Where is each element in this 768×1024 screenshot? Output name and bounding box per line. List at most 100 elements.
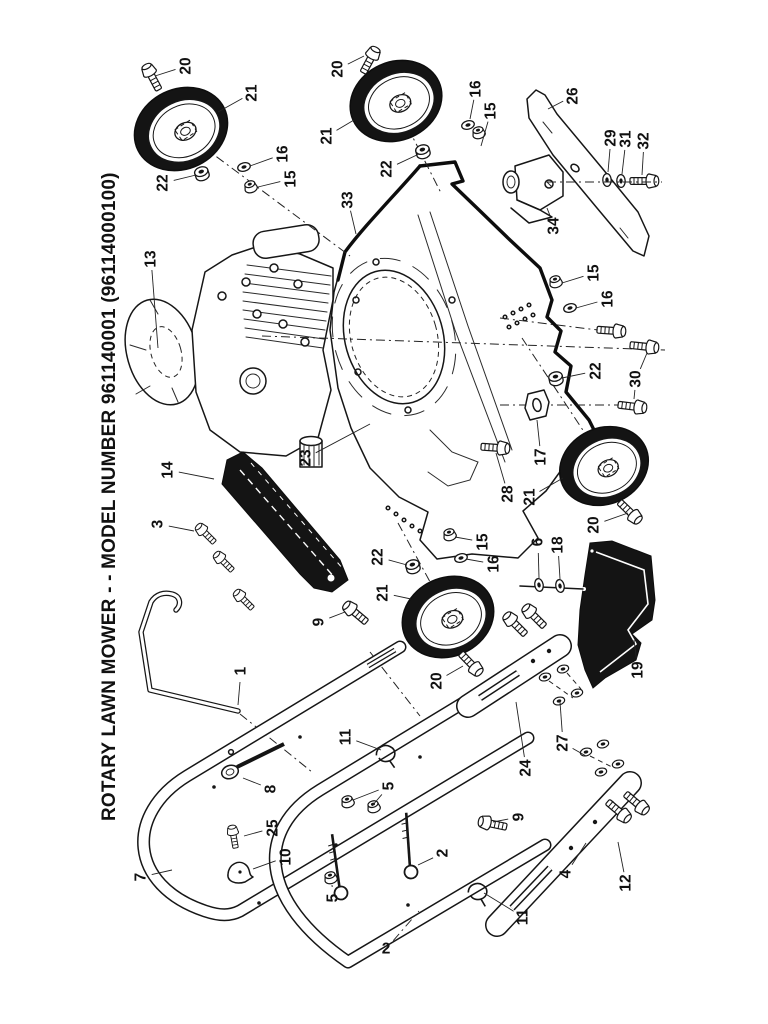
callout-leader-11: [356, 740, 382, 751]
bolt-9b: [476, 813, 509, 835]
deck-hole-row-skirt: [385, 505, 423, 534]
part-callout-18: 18: [550, 536, 567, 554]
callout-leader-5: [371, 794, 383, 807]
part-callout-21: 21: [319, 127, 336, 145]
callout-leader-22: [173, 174, 197, 181]
callout-leader-24: [515, 701, 525, 758]
callout-leader-22: [396, 153, 420, 165]
callout-leader-11: [483, 892, 514, 912]
part-callout-32: 32: [636, 132, 653, 149]
callout-leader-1: [237, 681, 241, 706]
nut-5c: [322, 869, 339, 886]
wheel-bolt-20c: [455, 647, 487, 680]
part-callout-21: 21: [375, 584, 392, 602]
callout-leader-26: [547, 100, 564, 110]
part-callout-20: 20: [330, 60, 347, 77]
callout-leader-8: [242, 777, 261, 786]
callout-leader-34: [546, 207, 551, 216]
part-callout-11: 11: [338, 728, 355, 745]
part-callout-1: 1: [233, 666, 250, 675]
washer-27d: [569, 687, 585, 699]
callout-leader-23: [315, 423, 371, 454]
part-callout-2: 2: [435, 849, 452, 858]
blade-bolt-32: [629, 173, 660, 189]
part-callout-23: 23: [298, 449, 315, 467]
part-callout-34: 34: [546, 217, 563, 235]
locknut-15a: [242, 178, 260, 195]
locknut-15c: [547, 273, 564, 290]
part-callout-5: 5: [381, 781, 398, 790]
washer-31: [615, 173, 627, 189]
bolt-30a: [595, 322, 627, 340]
wheel-front-right: [336, 45, 456, 157]
rope-guide-8: [220, 742, 285, 780]
bolt-30b: [628, 337, 661, 356]
callout-leader-5: [352, 789, 379, 801]
part-callout-19: 19: [630, 661, 647, 679]
part-callout-25: 25: [265, 819, 282, 837]
part-callout-22: 22: [588, 362, 605, 379]
clamp-17: [524, 389, 550, 421]
nut-5b: [365, 798, 382, 815]
callout-leader-10: [252, 860, 276, 870]
callout-leader-27: [572, 748, 587, 757]
part-callout-9: 9: [311, 617, 328, 626]
part-callout-16: 16: [486, 555, 503, 573]
deflector-rod: [519, 585, 584, 590]
callout-leader-21: [539, 477, 564, 492]
callout-leader-27: [559, 701, 563, 733]
callout-leader-15: [257, 181, 281, 188]
screw-3a: [192, 520, 220, 548]
callout-leader-19: [633, 639, 637, 660]
part-callout-14: 14: [160, 461, 177, 479]
callout-leader-2: [392, 910, 420, 941]
bolt-30c: [616, 397, 649, 416]
handle-bracket-upper: [456, 634, 572, 718]
callout-leader-32: [641, 151, 644, 176]
part-callout-30: 30: [628, 370, 645, 387]
washer-27b: [555, 663, 571, 675]
washer-29: [601, 172, 613, 188]
engine-illustration: [124, 223, 334, 468]
washer-27-alignment: [548, 672, 615, 769]
part-callout-22: 22: [379, 160, 396, 177]
callout-leader-15: [561, 275, 584, 284]
part-callout-21: 21: [522, 488, 539, 506]
part-callout-3: 3: [150, 519, 167, 528]
part-callout-2: 2: [382, 941, 391, 958]
part-callout-29: 29: [603, 129, 620, 147]
part-callout-10: 10: [278, 848, 295, 865]
washer-16c: [562, 301, 578, 315]
screw-3b: [210, 548, 238, 576]
callout-leader-20: [604, 512, 629, 522]
part-callout-27: 27: [555, 734, 572, 751]
axis-lines: [185, 109, 666, 773]
callout-leader-17: [536, 419, 541, 447]
part-callout-11: 11: [515, 908, 532, 925]
callout-leader-12: [617, 841, 625, 873]
callout-leader-31: [621, 149, 626, 175]
callout-leader-28: [495, 452, 506, 484]
callout-leader-33: [350, 210, 357, 235]
clip-10: [227, 861, 254, 884]
cylinder-fins: [242, 264, 332, 349]
nut-5a: [339, 793, 356, 810]
part-callout-17: 17: [533, 448, 550, 465]
bracket-bolt-b: [518, 600, 550, 632]
part-callout-6: 6: [530, 537, 547, 546]
washer-6: [533, 577, 545, 593]
part-callout-20: 20: [178, 57, 195, 74]
part-callout-16: 16: [468, 80, 485, 98]
part-callout-16: 16: [600, 290, 617, 308]
callout-leader-3: [168, 525, 195, 532]
callout-leader-15: [454, 536, 473, 541]
blade-illustration: [526, 89, 650, 257]
lower-handle-illustration: [268, 693, 552, 969]
callout-leader-29: [607, 148, 611, 173]
callout-leader-2: [417, 857, 434, 866]
washer-27g: [593, 766, 609, 778]
callout-leader-16: [469, 99, 475, 120]
washer-16a: [236, 160, 252, 174]
